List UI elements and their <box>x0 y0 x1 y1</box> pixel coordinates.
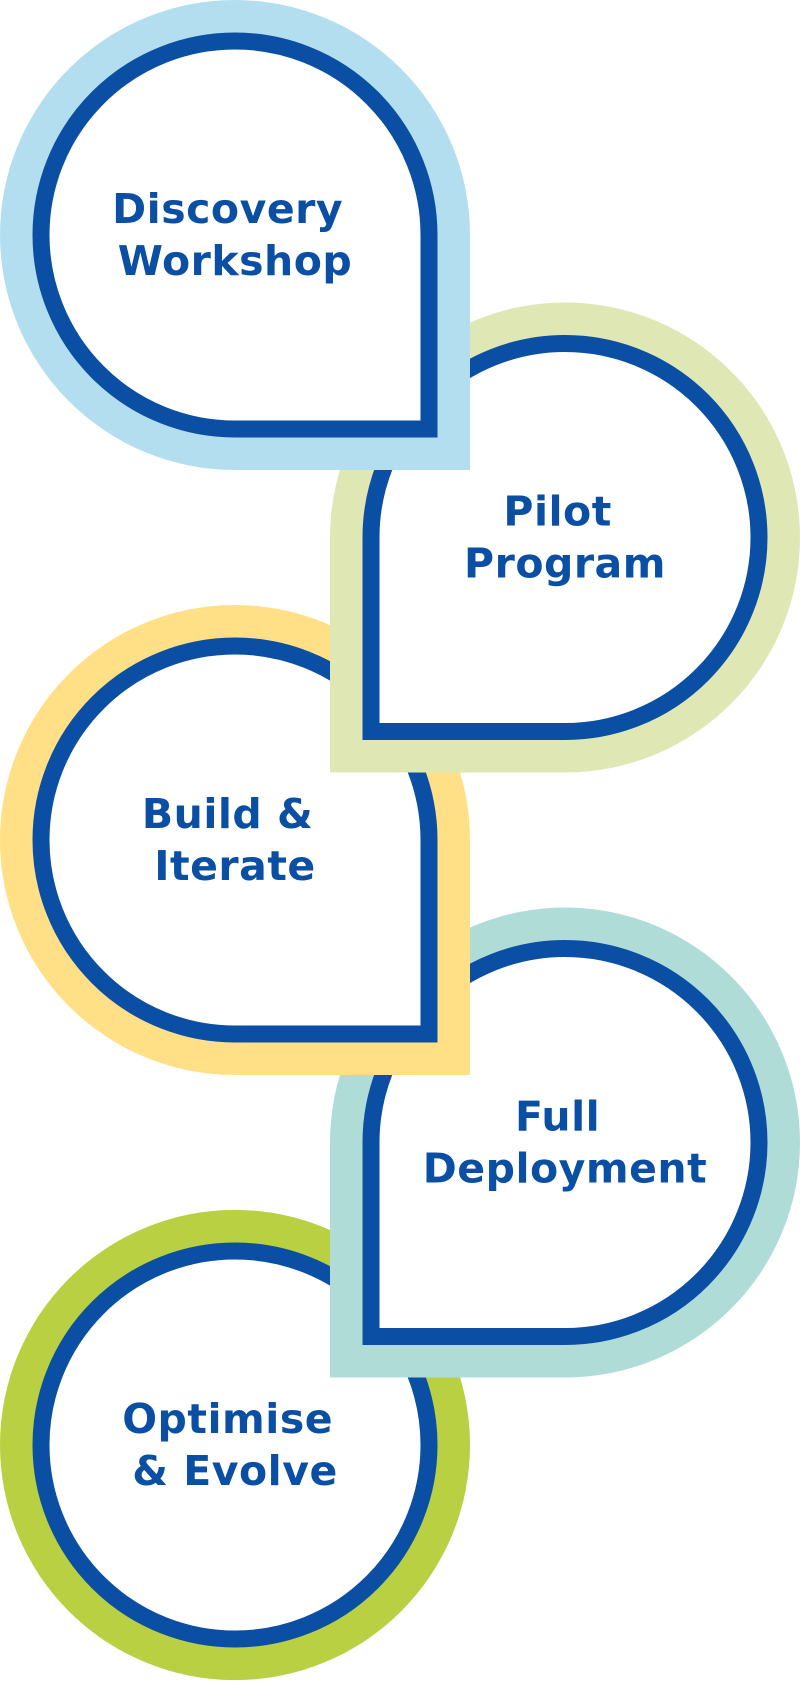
stage-pilot-program-label-line-2: Program <box>464 540 666 588</box>
stage-full-deployment-label: Full Deployment <box>423 1093 707 1193</box>
stage-optimise-label-line-2: & Evolve <box>132 1447 338 1495</box>
stage-pilot-program-label: Pilot Program <box>464 488 666 588</box>
stage-build-iterate-label: Build & Iterate <box>142 790 328 890</box>
stage-discovery-workshop-label-line-2: Workshop <box>118 237 353 285</box>
stage-full-deployment-label-line-2: Deployment <box>423 1145 707 1193</box>
stage-optimise-label-line-1: Optimise <box>122 1395 333 1443</box>
stage-build-iterate-label-line-2: Iterate <box>154 842 315 890</box>
stage-discovery-workshop-label: Discovery Workshop <box>112 185 358 285</box>
stage-build-iterate-label-line-1: Build & <box>142 790 313 838</box>
stage-discovery-workshop-outline <box>32 32 438 438</box>
stage-optimise-label: Optimise & Evolve <box>122 1395 348 1495</box>
stage-discovery-workshop-label-line-1: Discovery <box>112 185 343 233</box>
stage-discovery-workshop: Discovery Workshop <box>0 0 470 470</box>
stage-pilot-program-label-line-1: Pilot <box>503 488 611 536</box>
stage-full-deployment-label-line-1: Full <box>515 1093 600 1141</box>
